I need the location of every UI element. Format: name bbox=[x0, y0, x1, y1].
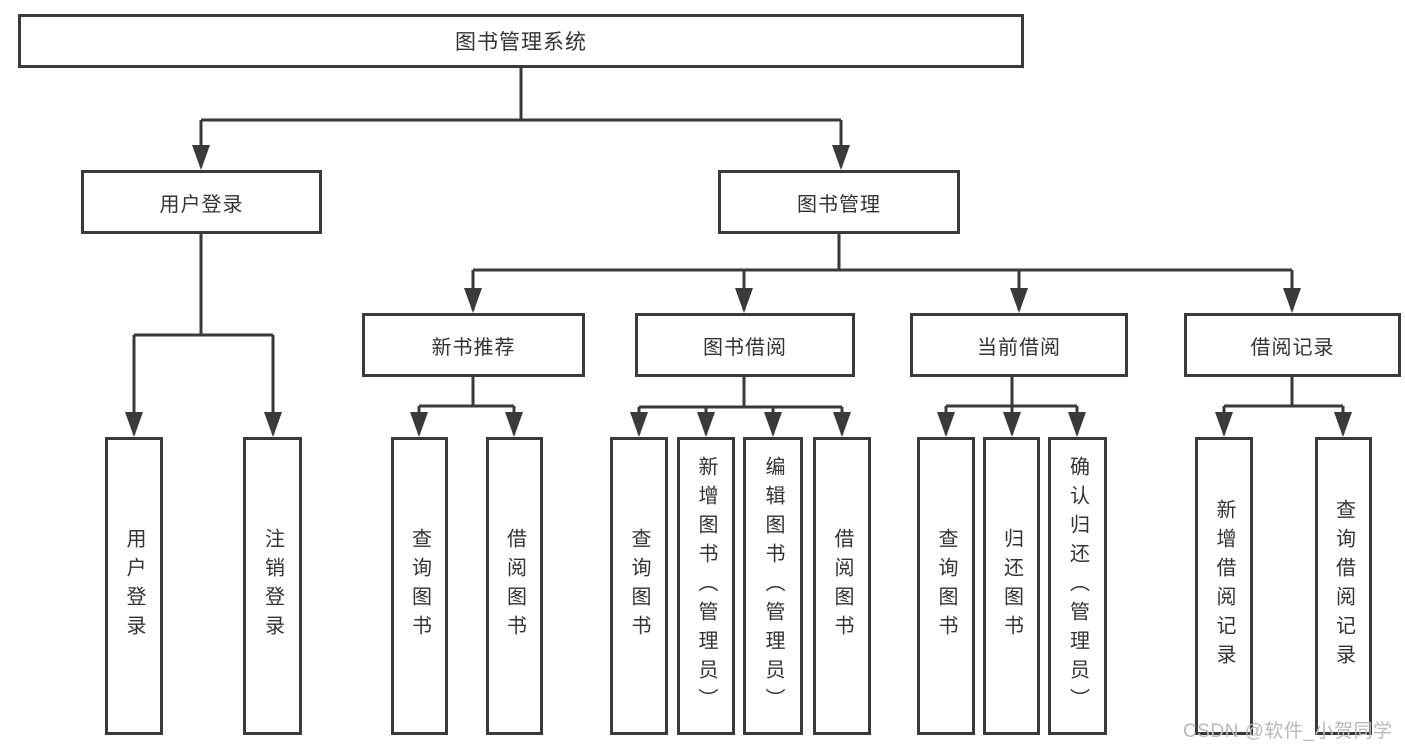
node-label: 查询借阅记录 bbox=[1332, 499, 1355, 673]
connector-new-book-recommendation-branch bbox=[410, 377, 523, 437]
node-borrowing-records: 借阅记录 bbox=[1184, 313, 1401, 377]
node-confirm-return-admin: 确认归还（管理员） bbox=[1048, 437, 1107, 735]
node-label: 图书管理 bbox=[797, 193, 881, 216]
connector-borrowing-records-branch bbox=[1215, 377, 1352, 437]
node-label: 新增借阅记录 bbox=[1213, 499, 1235, 673]
node-book-management: 图书管理 bbox=[718, 170, 960, 234]
node-borrow-books-1: 借阅图书 bbox=[486, 437, 543, 735]
node-logout-leaf: 注销登录 bbox=[243, 437, 302, 735]
node-user-login: 用户登录 bbox=[81, 170, 322, 234]
node-query-books-3: 查询图书 bbox=[917, 437, 975, 735]
node-label: 编辑图书（管理员） bbox=[762, 455, 784, 717]
node-label: 查询图书 bbox=[935, 528, 957, 644]
node-label: 当前借阅 bbox=[977, 336, 1061, 359]
node-edit-books-admin: 编辑图书（管理员） bbox=[743, 437, 803, 735]
node-label: 借阅图书 bbox=[831, 528, 853, 644]
node-label: 新书推荐 bbox=[431, 336, 516, 359]
node-label: 新增图书（管理员） bbox=[695, 455, 717, 717]
connector-current-borrowing-branch bbox=[937, 377, 1086, 437]
node-query-books-1: 查询图书 bbox=[391, 437, 448, 735]
node-library-management-system: 图书管理系统 bbox=[18, 14, 1024, 68]
node-label: 确认归还（管理员） bbox=[1066, 455, 1089, 717]
node-add-borrow-record: 新增借阅记录 bbox=[1195, 437, 1253, 735]
connector-book-borrowing-branch bbox=[630, 377, 851, 437]
node-label: 用户登录 bbox=[123, 528, 145, 644]
node-label: 注销登录 bbox=[261, 528, 284, 644]
watermark: CSDN @软件_小贺同学 bbox=[1183, 721, 1393, 742]
connector-root-branch bbox=[192, 68, 850, 170]
node-borrow-books-2: 借阅图书 bbox=[813, 437, 871, 735]
node-label: 图书借阅 bbox=[703, 336, 787, 359]
node-label: 借阅记录 bbox=[1250, 336, 1335, 359]
node-user-login-leaf: 用户登录 bbox=[105, 437, 163, 735]
node-label: 用户登录 bbox=[159, 193, 244, 216]
node-add-books-admin: 新增图书（管理员） bbox=[677, 437, 735, 735]
node-query-books-2: 查询图书 bbox=[610, 437, 668, 735]
node-label: 图书管理系统 bbox=[455, 31, 587, 54]
connector-user-login-branch bbox=[125, 234, 282, 437]
node-label: 借阅图书 bbox=[503, 528, 526, 644]
node-label: 查询图书 bbox=[628, 528, 650, 644]
connector-book-management-branch bbox=[464, 234, 1301, 313]
node-return-books: 归还图书 bbox=[983, 437, 1040, 735]
node-label: 查询图书 bbox=[408, 528, 431, 644]
node-query-borrow-record: 查询借阅记录 bbox=[1315, 437, 1372, 735]
node-label: 归还图书 bbox=[1000, 528, 1023, 644]
node-new-book-recommendation: 新书推荐 bbox=[362, 313, 585, 377]
node-current-borrowing: 当前借阅 bbox=[910, 313, 1128, 377]
node-book-borrowing: 图书借阅 bbox=[635, 313, 855, 377]
